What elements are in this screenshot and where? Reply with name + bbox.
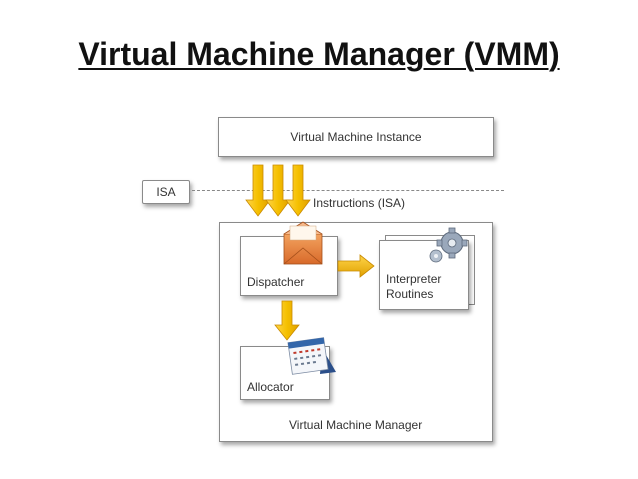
instruction-arrow-2 [265,164,291,217]
dispatcher-to-interpreter-arrow [337,254,375,278]
instructions-label: Instructions (ISA) [313,196,406,210]
calendar-icon [287,337,336,375]
dispatcher-to-allocator-arrow [274,300,300,341]
interpreter-routines-label: Interpreter Routines [386,272,442,301]
virtual-machine-instance-label: Virtual Machine Instance [290,130,422,144]
dispatcher-label: Dispatcher [247,275,305,289]
instruction-arrow-3 [285,164,311,217]
isa-label: ISA [156,185,176,199]
gears-icon [429,227,468,263]
slide-title: Virtual Machine Manager (VMM) [78,36,560,72]
virtual-machine-manager-label: Virtual Machine Manager [289,418,423,432]
virtual-machine-instance-box: Virtual Machine Instance [218,117,494,157]
allocator-label: Allocator [247,380,294,394]
instruction-arrow-1 [245,164,271,217]
isa-dashed-line [192,190,504,191]
isa-box: ISA [142,180,190,204]
envelope-icon [283,221,323,265]
